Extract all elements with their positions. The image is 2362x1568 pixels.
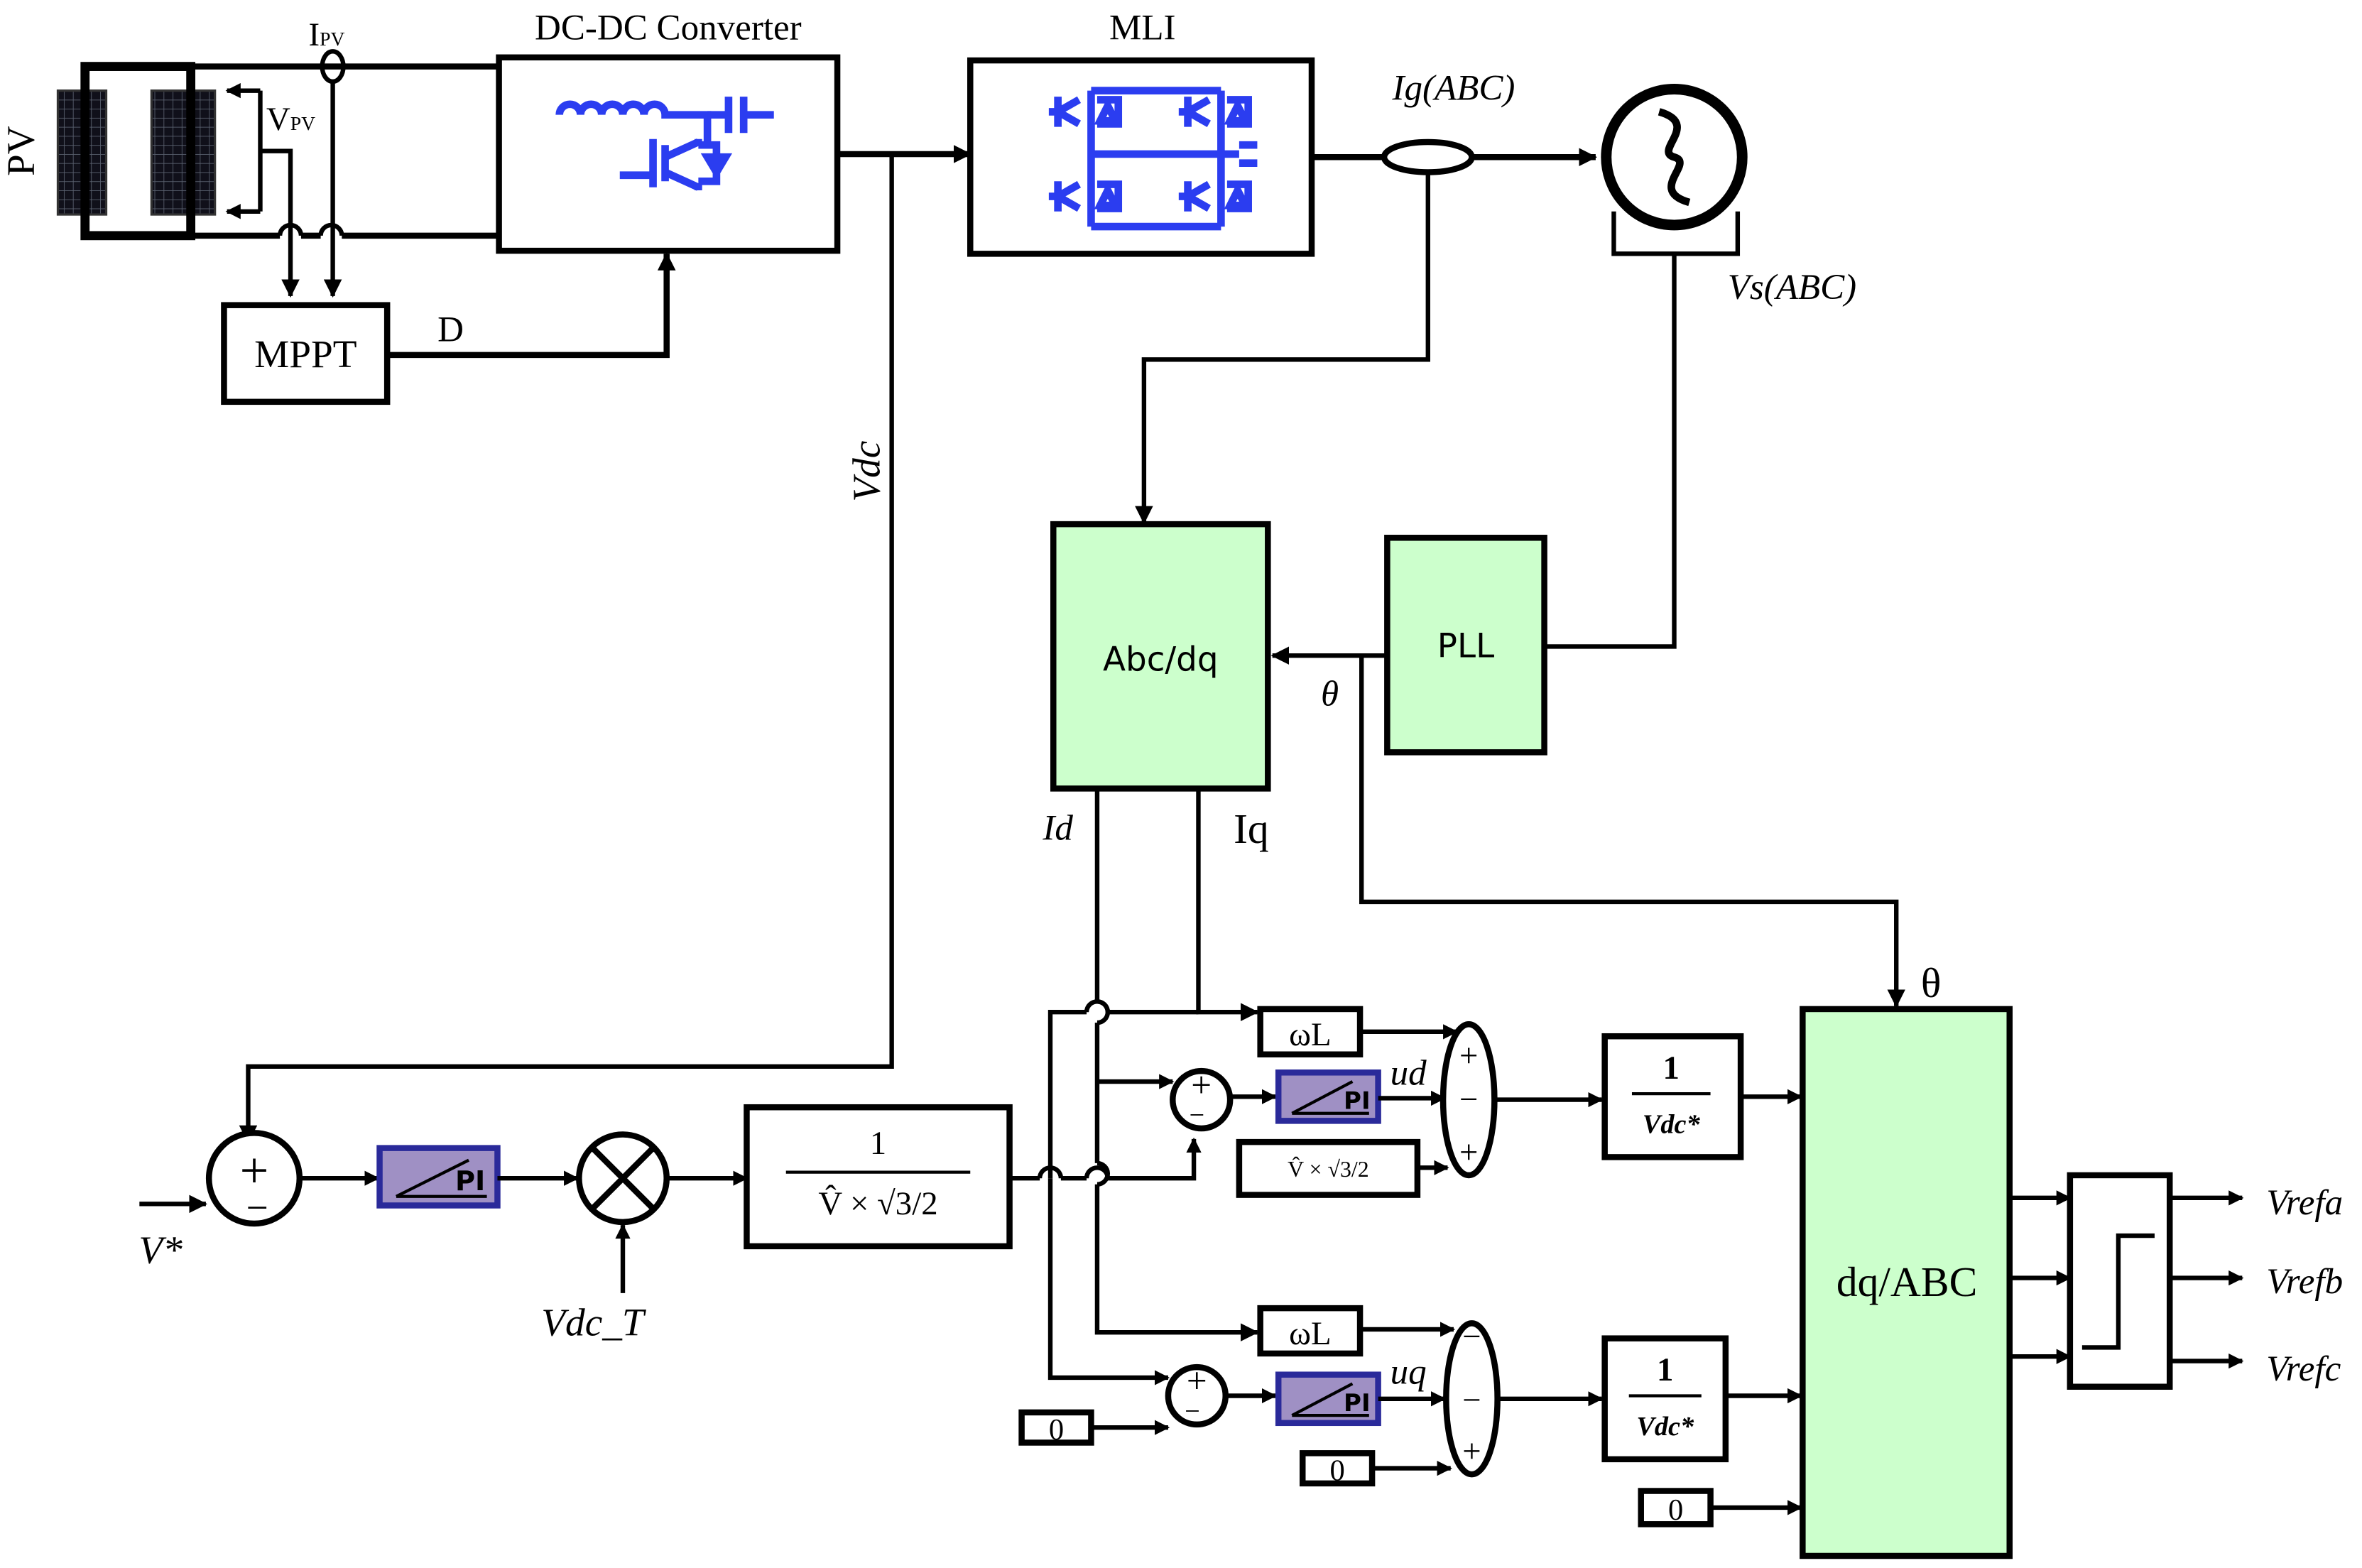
sum-vdc-minus: − xyxy=(246,1186,268,1229)
sum-q-minus: − xyxy=(1185,1397,1200,1427)
theta-label-1: θ xyxy=(1321,674,1339,714)
boost-circuit-icon xyxy=(555,97,774,191)
svg-text:VPV: VPV xyxy=(266,101,315,138)
sum-vdc-plus: + xyxy=(240,1142,269,1199)
vs-label: Vs(ABC) xyxy=(1728,268,1856,307)
wl-q-label: ωL xyxy=(1289,1315,1331,1352)
vdc-label: Vdc xyxy=(845,441,888,502)
zero-q-ff: 0 xyxy=(1330,1454,1345,1488)
sum-junction-ud xyxy=(1439,1020,1498,1179)
vpv-label: V xyxy=(266,101,290,138)
iq-label: Iq xyxy=(1234,805,1269,852)
zero-const-q-ff xyxy=(1299,1450,1376,1487)
inv-d-num: 1 xyxy=(1663,1050,1680,1087)
vdc-t-label: Vdc_T xyxy=(541,1300,647,1344)
sum-q-plus: + xyxy=(1187,1361,1207,1401)
sum-ud-minus: − xyxy=(1459,1081,1478,1118)
grid-source-icon xyxy=(1601,84,1748,231)
current-sensor-ig xyxy=(1381,138,1475,175)
pll-label: PLL xyxy=(1437,627,1494,665)
sum-uq-minus-1: − xyxy=(1462,1318,1481,1355)
vrefb-label: Vrefb xyxy=(2266,1262,2343,1302)
sum-d-minus: − xyxy=(1190,1101,1205,1131)
zero-q-ref: 0 xyxy=(1049,1413,1064,1447)
id-label: Id xyxy=(1042,809,1073,849)
ud-label: ud xyxy=(1390,1053,1427,1093)
vstar-label: V* xyxy=(138,1228,183,1271)
feedforward-block-d xyxy=(1236,1138,1421,1198)
inv-q-den: Vdc* xyxy=(1636,1412,1694,1442)
wl-d-label: ωL xyxy=(1289,1016,1331,1053)
abc-dq-label: Abc/dq xyxy=(1103,641,1219,679)
inverter-bridge-icon xyxy=(1048,87,1258,231)
inv-vdc-block-q xyxy=(1601,1335,1729,1463)
pi-q-label: PI xyxy=(1344,1389,1371,1417)
vrefc-label: Vrefc xyxy=(2266,1349,2341,1389)
gain-num: 1 xyxy=(870,1125,886,1162)
feedforward-d-label: V̂ × √3/2 xyxy=(1288,1157,1369,1182)
sum-uq-minus-2: − xyxy=(1462,1382,1481,1419)
mli-label: MLI xyxy=(1109,8,1176,48)
dcdc-label: DC-DC Converter xyxy=(535,8,802,48)
dq-abc-label: dq/ABC xyxy=(1836,1258,1978,1305)
sum-d-plus: + xyxy=(1191,1065,1212,1105)
abc-dq-block xyxy=(1050,521,1271,792)
ig-label: Ig(ABC) xyxy=(1391,68,1515,108)
inv-q-num: 1 xyxy=(1657,1351,1673,1388)
pi-voltage-label: PI xyxy=(455,1165,485,1197)
zero-0-axis: 0 xyxy=(1668,1493,1683,1527)
pv-label: PV xyxy=(0,126,42,176)
dq-abc-block xyxy=(1800,1006,2013,1559)
gain-den: V̂ × √3/2 xyxy=(818,1185,937,1222)
sum-ud-plus-2: + xyxy=(1459,1134,1478,1171)
pv-array: PV xyxy=(0,62,217,241)
vpv-sub: PV xyxy=(290,112,315,134)
sum-junction-d xyxy=(1170,1067,1234,1132)
pll-block xyxy=(1384,535,1547,756)
svg-text:IPV: IPV xyxy=(309,16,345,53)
uq-label: uq xyxy=(1390,1352,1427,1392)
sum-ud-plus-1: + xyxy=(1459,1038,1478,1074)
duty-label: D xyxy=(437,310,464,350)
mppt-block xyxy=(221,302,391,405)
ipv-label: I xyxy=(309,16,320,53)
zero-const-q-ref xyxy=(1018,1409,1094,1446)
theta-label-2: θ xyxy=(1921,959,1942,1006)
ipv-sub: PV xyxy=(320,28,344,50)
pi-d-label: PI xyxy=(1344,1087,1371,1115)
sum-uq-plus: + xyxy=(1462,1433,1481,1470)
inv-d-den: Vdc* xyxy=(1643,1109,1701,1139)
mppt-label: MPPT xyxy=(254,332,357,376)
vrefa-label: Vrefa xyxy=(2266,1183,2343,1223)
